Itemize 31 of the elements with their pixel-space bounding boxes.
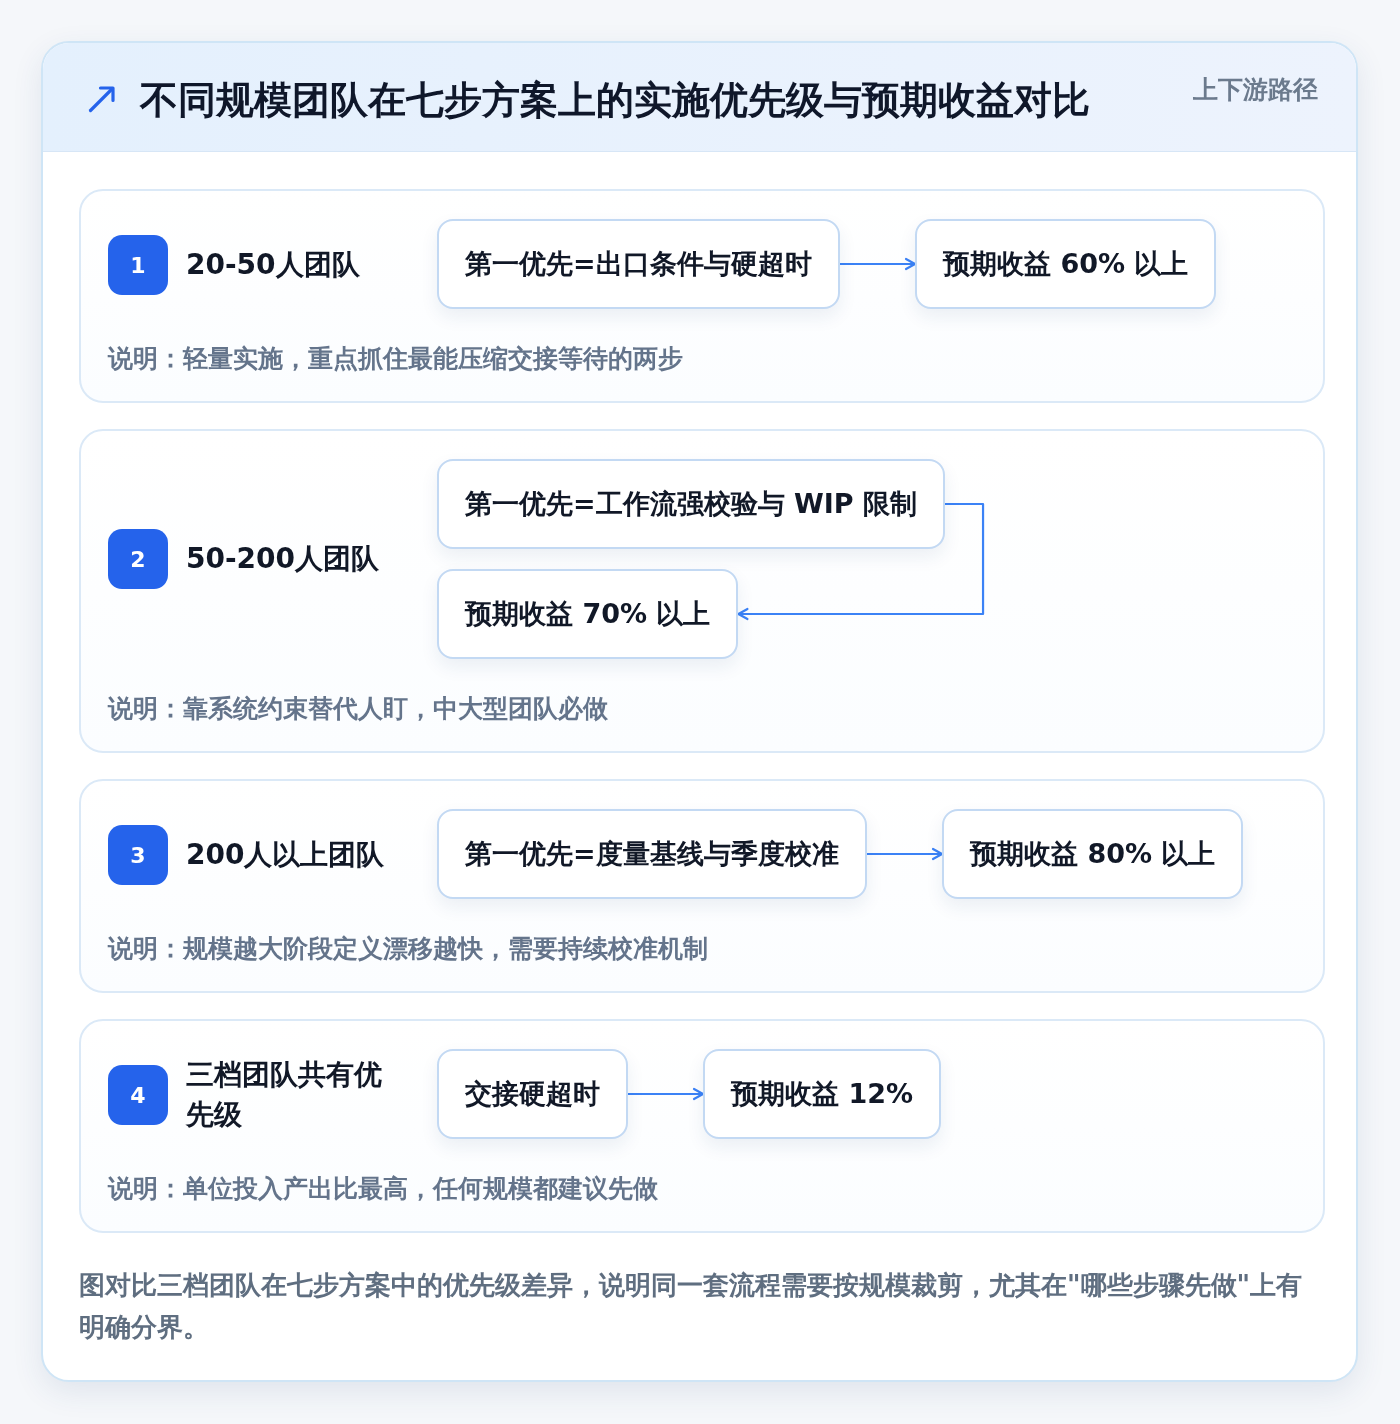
arrow: [626, 1087, 705, 1101]
process-box: 预期收益 70% 以上: [437, 569, 739, 659]
subtitle-label: 上下游路径: [1193, 74, 1318, 106]
team-size-label: 50-200人团队: [186, 541, 380, 577]
priority-number: 4: [108, 1065, 168, 1125]
team-size-label: 200人以上团队: [186, 837, 385, 873]
process-box: 第一优先=出口条件与硬超时: [437, 219, 840, 309]
note-text: 说明：单位投入产出比最高，任何规模都建议先做: [108, 1174, 658, 1204]
note-text: 说明：靠系统约束替代人盯，中大型团队必做: [108, 694, 608, 724]
priority-number: 2: [108, 529, 168, 589]
note-text: 说明：轻量实施，重点抓住最能压缩交接等待的两步: [108, 344, 683, 374]
priority-number: 1: [108, 235, 168, 295]
team-row-panel: [79, 429, 1325, 753]
process-box: 预期收益 12%: [703, 1049, 942, 1139]
process-box: 交接硬超时: [437, 1049, 628, 1139]
team-size-label: 三档团队共有优先级: [186, 1057, 383, 1133]
team-row-panel: [79, 779, 1325, 993]
priority-number: 3: [108, 825, 168, 885]
arrow: [838, 257, 917, 271]
arrow: [865, 847, 944, 861]
team-row-panel: [79, 1019, 1325, 1233]
team-row-panel: [79, 189, 1325, 403]
process-box: 预期收益 60% 以上: [915, 219, 1217, 309]
note-text: 说明：规模越大阶段定义漂移越快，需要持续校准机制: [108, 934, 708, 964]
caption: 图对比三档团队在七步方案中的优先级差异，说明同一套流程需要按规模裁剪，尤其在"哪些步骤先做"上有明确分界。: [79, 1269, 1304, 1344]
process-box: 预期收益 80% 以上: [942, 809, 1244, 899]
process-box: 第一优先=工作流强校验与 WIP 限制: [437, 459, 946, 549]
title: 不同规模团队在七步方案上的实施优先级与预期收益对比: [140, 77, 1090, 124]
arrow: [737, 502, 985, 621]
process-box: 第一优先=度量基线与季度校准: [437, 809, 867, 899]
team-size-label: 20-50人团队: [186, 247, 360, 283]
